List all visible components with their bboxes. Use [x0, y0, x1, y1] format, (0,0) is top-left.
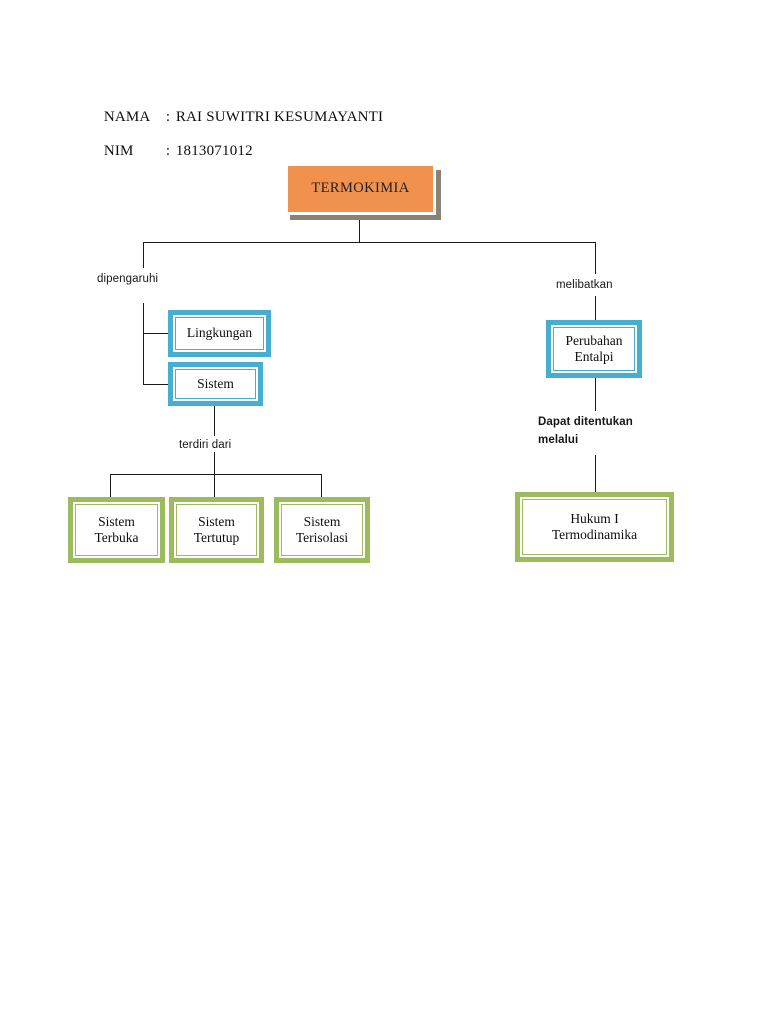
edge-sistem-stem [214, 406, 215, 436]
edge-root-stem [359, 220, 360, 243]
edge-spine-to-lingkungan [143, 333, 169, 334]
node-termokimia-label: TERMOKIMIA [311, 180, 410, 197]
edge-label-dapat-ditentukan-melalui: Dapat ditentukan melalui [538, 416, 633, 446]
header-nim-separator: : [165, 143, 171, 159]
edge-root-horizontal-bar [143, 242, 596, 243]
header-nim-value: 1813071012 [175, 143, 253, 159]
edge-entalpi-stem-lower [595, 455, 596, 492]
edge-to-sistem-terisolasi [321, 474, 322, 497]
node-sistem-label: Sistem [197, 375, 234, 391]
edge-right-branch-stem [595, 296, 596, 320]
node-perubahan-entalpi-label: Perubahan Entalpi [565, 332, 623, 364]
edge-entalpi-stem [595, 378, 596, 411]
root-node-shadow-right [436, 170, 441, 220]
header-name-label: NAMA [103, 109, 151, 125]
edge-to-sistem-terbuka [110, 474, 111, 497]
edge-label-dipengaruhi: dipengaruhi [97, 273, 159, 285]
node-sistem-terisolasi-label: Sistem Terisolasi [295, 513, 349, 545]
node-sistem[interactable]: Sistem [168, 362, 263, 406]
edge-label-melibatkan: melibatkan [556, 279, 613, 291]
edge-label-terdiri-dari: terdiri dari [179, 439, 232, 451]
edge-sistem-children-bar [110, 474, 321, 475]
header-nim-label: NIM [103, 143, 134, 159]
node-perubahan-entalpi[interactable]: Perubahan Entalpi [546, 320, 642, 378]
edge-spine-to-sistem [143, 384, 169, 385]
node-sistem-terbuka[interactable]: Sistem Terbuka [68, 497, 165, 563]
node-termokimia[interactable]: TERMOKIMIA [285, 163, 436, 215]
node-sistem-tertutup-label: Sistem Tertutup [193, 513, 240, 545]
node-sistem-tertutup[interactable]: Sistem Tertutup [169, 497, 264, 563]
header-nim-row: NIM:1813071012 [88, 126, 253, 177]
node-hukum-i-termodinamika-label: Hukum I Termodinamika [551, 510, 638, 542]
edge-root-to-right-branch [595, 242, 596, 274]
header-name-value: RAI SUWITRI KESUMAYANTI [175, 109, 384, 125]
edge-root-to-left-branch [143, 242, 144, 268]
root-node-shadow-bottom [290, 215, 441, 220]
node-sistem-terbuka-label: Sistem Terbuka [94, 513, 139, 545]
node-hukum-i-termodinamika[interactable]: Hukum I Termodinamika [515, 492, 674, 562]
node-lingkungan[interactable]: Lingkungan [168, 310, 271, 357]
node-lingkungan-label: Lingkungan [186, 325, 253, 341]
edge-left-spine [143, 303, 144, 384]
header-name-row: NAMA:RAI SUWITRI KESUMAYANTI [88, 92, 383, 143]
header-name-separator: : [165, 109, 171, 125]
node-sistem-terisolasi[interactable]: Sistem Terisolasi [274, 497, 370, 563]
